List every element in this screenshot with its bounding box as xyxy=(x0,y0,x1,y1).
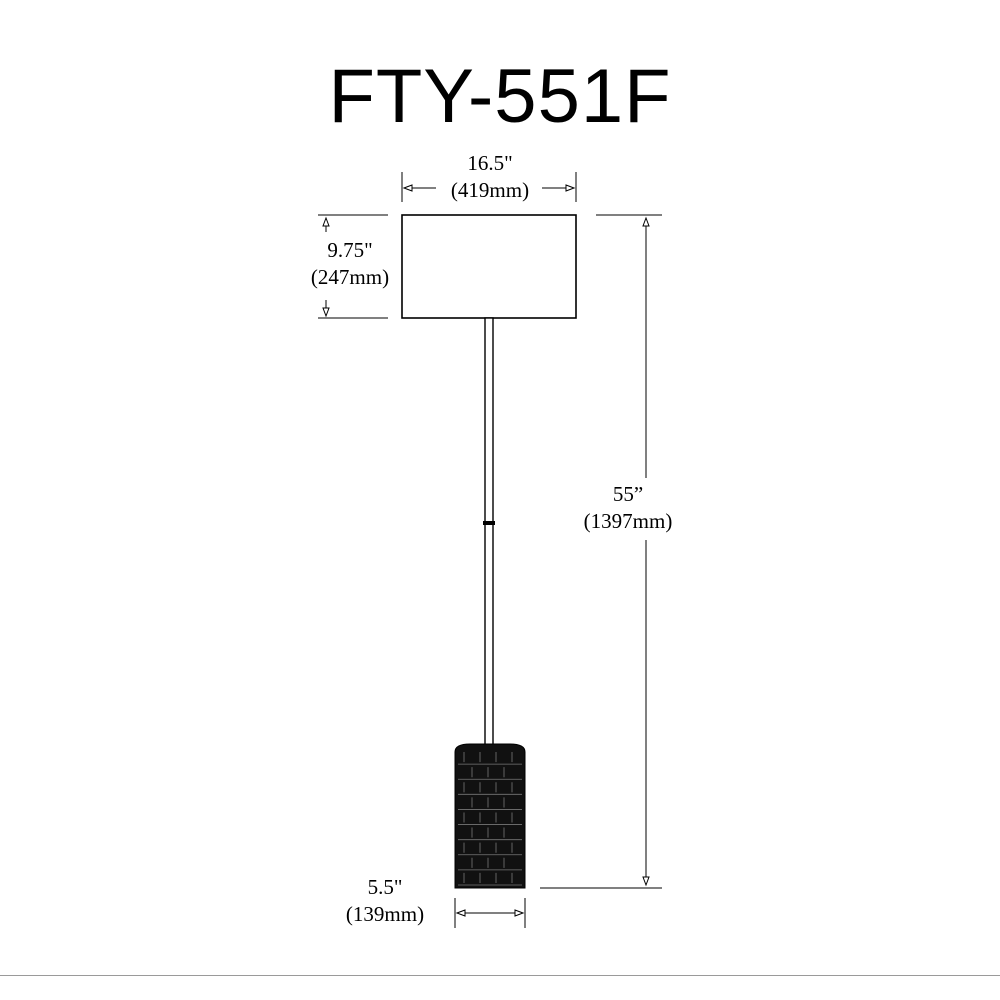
lamp-pole xyxy=(484,317,494,747)
width-inches: 16.5" xyxy=(467,151,513,175)
shade-height-mm: (247mm) xyxy=(310,265,390,289)
total-height-label: 55” (1397mm) xyxy=(558,481,698,535)
total-height-dimension-line xyxy=(540,214,662,889)
lamp-base xyxy=(454,743,526,889)
shade-height-inches: 9.75" xyxy=(327,238,373,262)
base-width-mm: (139mm) xyxy=(345,902,425,926)
total-height-mm: (1397mm) xyxy=(583,509,673,533)
base-width-inches: 5.5" xyxy=(367,875,403,899)
width-label: 16.5" (419mm) xyxy=(380,150,600,204)
total-height-inches: 55” xyxy=(612,482,644,506)
width-mm: (419mm) xyxy=(450,178,530,202)
base-width-dimension-line xyxy=(454,898,526,928)
pole-joint xyxy=(483,521,495,525)
shade-height-dimension-line xyxy=(318,214,388,319)
shade-height-label: 9.75" (247mm) xyxy=(290,237,410,291)
bottom-divider xyxy=(0,975,1000,976)
width-dimension-line xyxy=(401,172,577,202)
base-width-label: 5.5" (139mm) xyxy=(315,874,455,928)
model-title: FTY-551F xyxy=(328,54,672,139)
lamp-shade xyxy=(401,214,577,319)
